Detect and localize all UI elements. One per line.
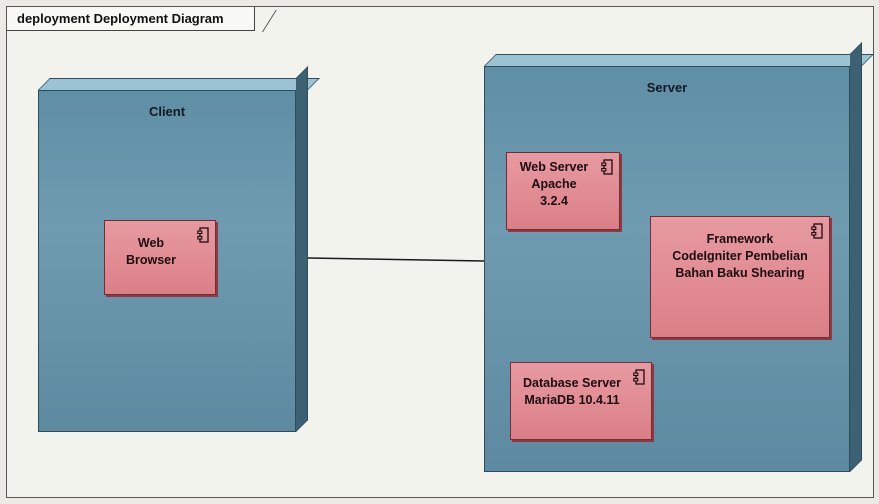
component-icon <box>633 369 645 385</box>
component-label: Database Server MariaDB 10.4.11 <box>523 376 621 407</box>
web-server-component[interactable]: Web Server Apache 3.2.4 <box>506 152 620 230</box>
diagram-frame-title: deployment Deployment Diagram <box>7 7 255 31</box>
framework-codeigniter-component[interactable]: Framework CodeIgniter Pembelian Bahan Ba… <box>650 216 830 338</box>
component-label: Framework CodeIgniter Pembelian Bahan Ba… <box>672 232 808 280</box>
component-label: Web Browser <box>125 236 177 267</box>
component-icon <box>197 227 209 243</box>
web-browser-component[interactable]: Web Browser <box>104 220 216 295</box>
component-icon <box>811 223 823 239</box>
client-node-title: Client <box>148 104 186 119</box>
component-icon <box>601 159 613 175</box>
client-node[interactable]: Client Web Browser <box>38 66 320 432</box>
server-node-title: Server <box>646 80 688 95</box>
component-label: Web Server Apache 3.2.4 <box>519 160 589 208</box>
server-node[interactable]: Server Web Server Apache 3.2.4 Framework… <box>484 42 874 472</box>
database-server-component[interactable]: Database Server MariaDB 10.4.11 <box>510 362 652 440</box>
